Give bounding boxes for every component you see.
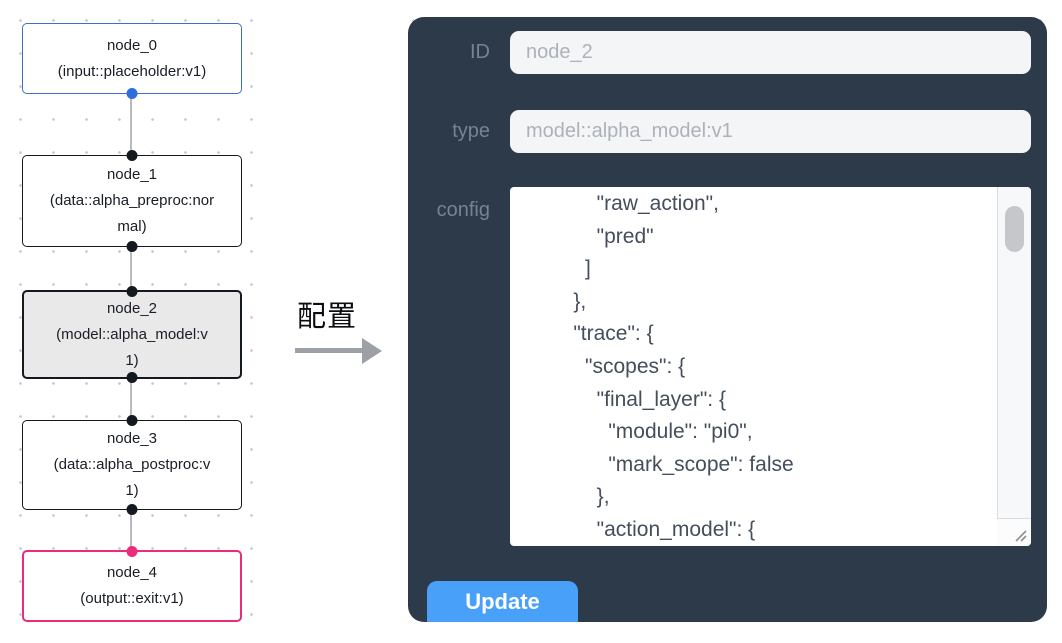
config-transition: 配置 bbox=[281, 293, 382, 364]
input-port[interactable] bbox=[126, 150, 138, 161]
edge-node2-node3 bbox=[130, 379, 132, 420]
node-type: (data::alpha_preproc:normal) bbox=[49, 192, 215, 235]
node-node_4[interactable]: node_4 (output::exit:v1) bbox=[22, 546, 242, 622]
node-type: (data::alpha_postproc:v1) bbox=[53, 456, 211, 499]
node-name: node_4 bbox=[106, 564, 158, 581]
input-port[interactable] bbox=[126, 546, 138, 557]
output-port[interactable] bbox=[126, 241, 138, 252]
config-row: config "raw_action", "pred" ] }, "trace"… bbox=[408, 187, 1047, 546]
update-button[interactable]: Update bbox=[427, 581, 578, 622]
input-port[interactable] bbox=[126, 286, 138, 297]
edge-node0-node1 bbox=[130, 94, 132, 155]
input-port[interactable] bbox=[126, 415, 138, 426]
output-port[interactable] bbox=[126, 372, 138, 383]
edge-node1-node2 bbox=[130, 247, 132, 290]
pipeline-canvas: node_0 (input::placeholder:v1) node_1 (d… bbox=[0, 0, 272, 643]
scrollbar[interactable] bbox=[997, 187, 1031, 546]
node-name: node_2 bbox=[106, 299, 158, 317]
node-node_1[interactable]: node_1 (data::alpha_preproc:normal) bbox=[22, 150, 242, 252]
id-row: ID bbox=[408, 31, 1047, 74]
node-name: node_1 bbox=[106, 166, 158, 183]
output-port[interactable] bbox=[126, 504, 138, 515]
config-json-text[interactable]: "raw_action", "pred" ] }, "trace": { "sc… bbox=[573, 192, 794, 541]
type-input[interactable] bbox=[510, 110, 1031, 153]
scrollbar-thumb[interactable] bbox=[1005, 206, 1024, 252]
config-textarea[interactable]: "raw_action", "pred" ] }, "trace": { "sc… bbox=[510, 187, 1031, 546]
node-node_0[interactable]: node_0 (input::placeholder:v1) bbox=[22, 23, 242, 99]
type-row: type bbox=[408, 110, 1047, 153]
resize-handle-icon[interactable] bbox=[997, 518, 1031, 546]
edge-node3-node4 bbox=[130, 510, 132, 550]
node-name: node_3 bbox=[106, 430, 158, 447]
arrow-right-icon bbox=[281, 338, 382, 364]
node-node_2[interactable]: node_2 (model::alpha_model:v1) bbox=[22, 286, 242, 383]
node-type: (model::alpha_model:v1) bbox=[56, 325, 208, 369]
node-node_3[interactable]: node_3 (data::alpha_postproc:v1) bbox=[22, 415, 242, 515]
config-panel-region: ID type config "raw_action", "pred" ] },… bbox=[393, 0, 1062, 643]
config-label: config bbox=[436, 199, 490, 221]
type-label: type bbox=[452, 120, 490, 142]
id-label: ID bbox=[470, 41, 490, 63]
node-type: (input::placeholder:v1) bbox=[57, 62, 207, 80]
node-type: (output::exit:v1) bbox=[80, 590, 184, 607]
config-panel: ID type config "raw_action", "pred" ] },… bbox=[408, 17, 1047, 622]
node-name: node_0 bbox=[106, 36, 158, 54]
id-input[interactable] bbox=[510, 31, 1031, 74]
output-port[interactable] bbox=[126, 88, 138, 99]
transition-label: 配置 bbox=[297, 301, 358, 333]
